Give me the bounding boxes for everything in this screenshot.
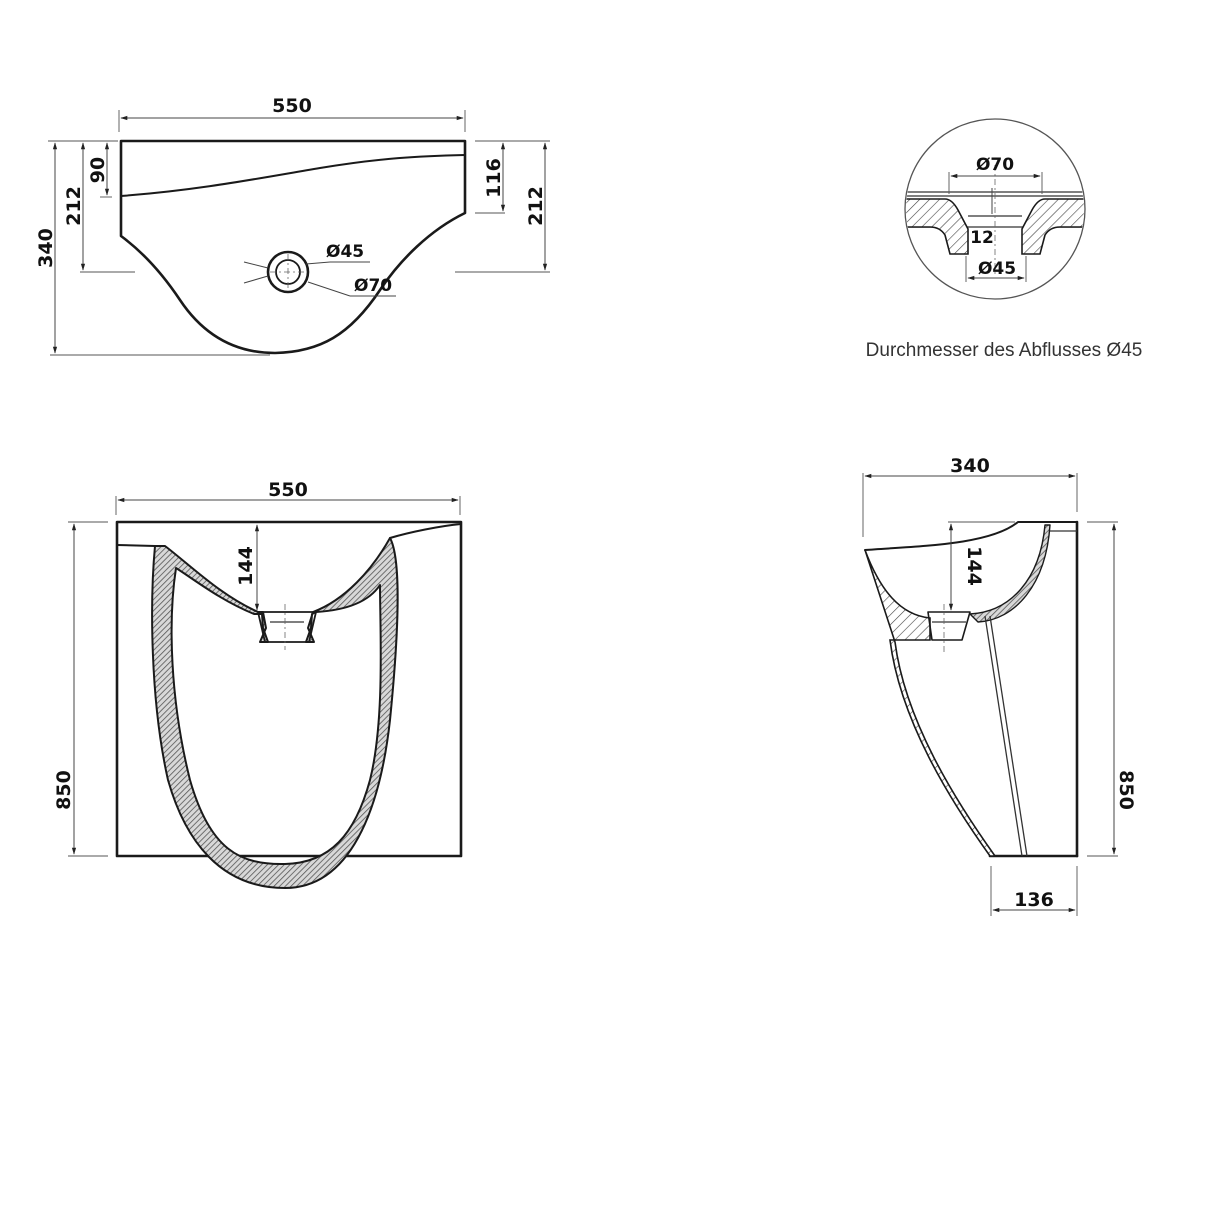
front-basin-section bbox=[151, 537, 399, 889]
top-right-depth-label: 212 bbox=[525, 186, 547, 226]
front-view: 550 144 850 bbox=[53, 479, 463, 889]
detail-circle bbox=[904, 118, 1086, 300]
top-basin-outline bbox=[119, 139, 467, 355]
drain-caption: Durchmesser des Abflusses Ø45 bbox=[866, 340, 1143, 361]
top-right-dimensions: 116 212 bbox=[455, 140, 550, 273]
side-height-label: 850 bbox=[1115, 770, 1137, 810]
top-drain: Ø45 Ø70 bbox=[243, 242, 396, 297]
top-rim-curve bbox=[120, 154, 466, 197]
top-drain-outer-label: Ø70 bbox=[354, 276, 392, 296]
side-depth-label: 340 bbox=[950, 455, 990, 477]
side-view: 340 144 850 136 bbox=[862, 455, 1137, 916]
front-height-label: 850 bbox=[53, 770, 75, 810]
top-left-depth-label: 212 bbox=[63, 186, 85, 226]
front-width-label: 550 bbox=[268, 479, 308, 501]
detail-outer-diameter-label: Ø70 bbox=[976, 155, 1014, 175]
drain-detail-view: Ø70 12 Ø45 Durchmesser des Abflusses Ø45 bbox=[866, 118, 1143, 361]
front-rim-line bbox=[116, 523, 462, 547]
top-total-depth-label: 340 bbox=[35, 228, 57, 268]
top-right-rim-label: 116 bbox=[483, 158, 505, 198]
side-basin-depth-label: 144 bbox=[963, 546, 985, 586]
top-view: 550 Ø45 Ø70 bbox=[35, 95, 550, 356]
top-left-dimensions: 340 212 90 bbox=[35, 140, 270, 356]
detail-inner-diameter-label: Ø45 bbox=[978, 259, 1016, 279]
side-base-depth-label: 136 bbox=[1014, 889, 1054, 911]
front-basin-depth-label: 144 bbox=[235, 546, 257, 586]
front-drain bbox=[257, 611, 317, 643]
top-width-dimension: 550 bbox=[118, 95, 466, 132]
top-width-label: 550 bbox=[272, 95, 312, 117]
top-left-rim-label: 90 bbox=[87, 157, 109, 183]
detail-depth-label: 12 bbox=[970, 228, 994, 248]
top-drain-inner-label: Ø45 bbox=[326, 242, 364, 262]
front-body-outline bbox=[115, 520, 463, 858]
